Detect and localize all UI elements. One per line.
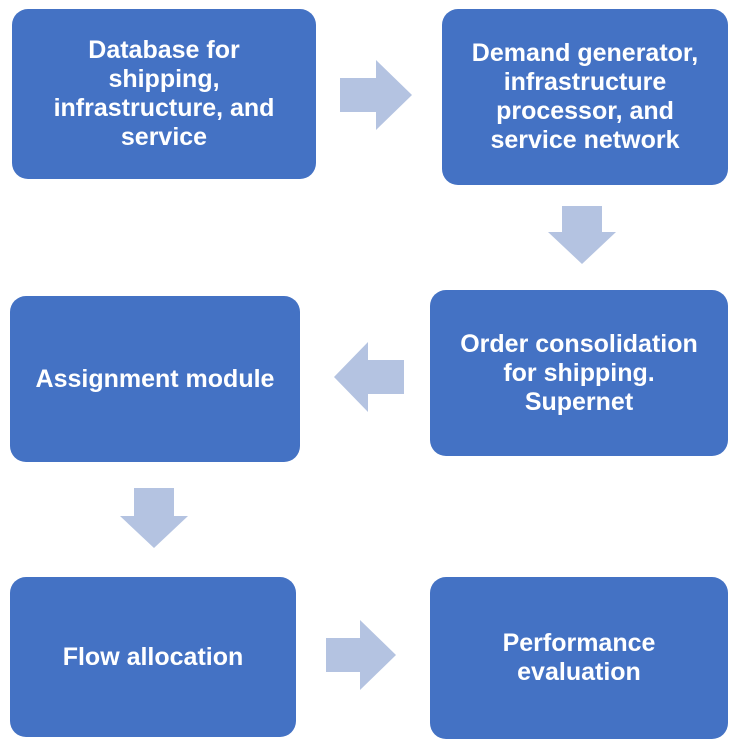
node-database-label: Database for shipping, infrastructure, a… — [53, 36, 275, 151]
arrow-left-icon — [334, 342, 404, 412]
node-database: Database for shipping, infrastructure, a… — [12, 9, 316, 179]
node-performance-label: Performance evaluation — [502, 629, 656, 686]
node-performance: Performance evaluation — [430, 577, 728, 739]
node-order-consolidation: Order consolidation for shipping. Supern… — [430, 290, 728, 456]
arrow-down-icon — [120, 488, 188, 548]
node-assignment: Assignment module — [10, 296, 300, 462]
arrow-right-icon — [326, 620, 396, 690]
node-flow-allocation: Flow allocation — [10, 577, 296, 737]
arrow-down-icon — [548, 206, 616, 264]
node-flow-allocation-label: Flow allocation — [62, 642, 244, 671]
node-demand-generator: Demand generator, infrastructure process… — [442, 9, 728, 185]
node-demand-generator-label: Demand generator, infrastructure process… — [471, 39, 699, 154]
node-assignment-label: Assignment module — [35, 364, 275, 393]
arrow-right-icon — [340, 60, 412, 130]
node-order-consolidation-label: Order consolidation for shipping. Supern… — [460, 329, 698, 416]
